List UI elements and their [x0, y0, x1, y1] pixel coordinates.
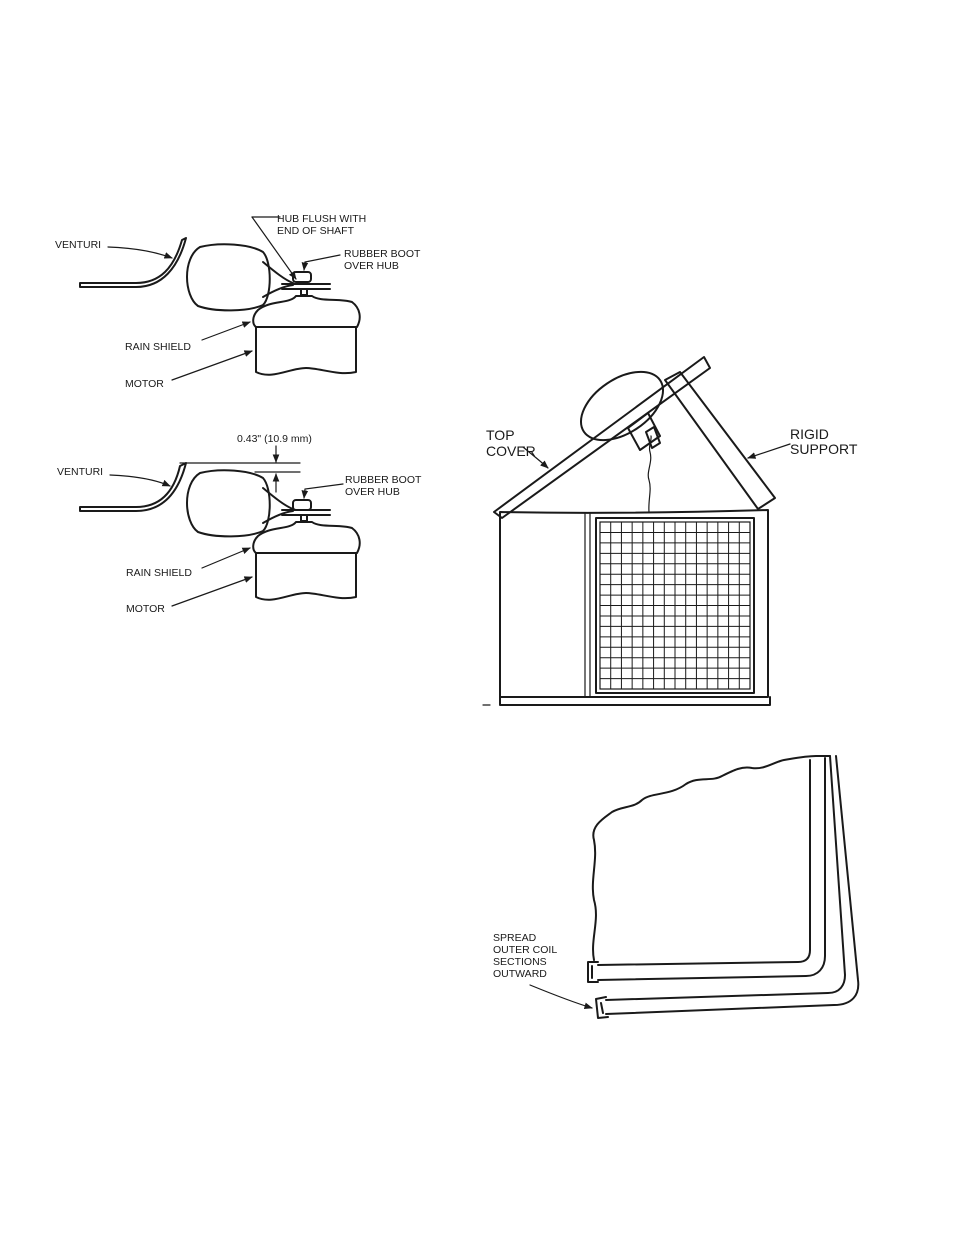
dimension-label: 0.43" (10.9 mm) — [237, 433, 312, 445]
coil-figure: SPREAD OUTER COIL SECTIONS OUTWARD — [493, 754, 860, 1019]
fan-blade-unit — [579, 370, 665, 442]
rain-shield-label-bottom: RAIN SHIELD — [126, 567, 192, 579]
spread-coil-label-line3: SECTIONS — [493, 956, 547, 968]
spread-coil-label-line2: OUTER COIL — [493, 944, 557, 956]
motor-top — [255, 326, 357, 376]
venturi-label-top: VENTURI — [55, 239, 101, 251]
rubber-boot-label-top-line2: OVER HUB — [344, 260, 399, 272]
top-cover-label-line1: TOP — [486, 427, 515, 443]
spread-coil-label-line1: SPREAD — [493, 932, 537, 944]
rubber-boot-label-bottom-line1: RUBBER BOOT — [345, 474, 422, 486]
coil-end-cap-inner — [587, 961, 599, 983]
coil-outer-section — [605, 755, 846, 1001]
venturi-top — [79, 237, 187, 288]
hub-flush-label-line2: END OF SHAFT — [277, 225, 355, 237]
coil-grille — [595, 517, 755, 694]
rigid-support-label-line2: SUPPORT — [790, 441, 858, 457]
motor-label-bottom: MOTOR — [126, 603, 165, 615]
top-cover-label-line2: COVER — [486, 443, 536, 459]
rigid-support-label-line1: RIGID — [790, 426, 829, 442]
rain-shield-top — [252, 295, 361, 328]
rubber-boot-label-bottom-line2: OVER HUB — [345, 486, 400, 498]
rain-shield-bottom — [252, 521, 361, 554]
hub-flush-label-line1: HUB FLUSH WITH — [277, 213, 366, 225]
fan-hub-figure-bottom: 0.43" (10.9 mm) VENTURI RUBBER BOOT OVER… — [57, 433, 422, 615]
fan-hub-bottom — [292, 499, 312, 511]
top-cover — [493, 356, 711, 519]
unit-cabinet — [499, 509, 769, 698]
fan-hub-top — [292, 271, 312, 283]
rigid-support — [664, 371, 776, 510]
coil-break-line — [591, 754, 831, 961]
fan-blade-bottom — [186, 469, 271, 538]
rain-shield-label-top: RAIN SHIELD — [125, 341, 191, 353]
coil-inner-section — [597, 759, 811, 966]
fan-hub-figure-top: VENTURI HUB FLUSH WITH END OF SHAFT RUBB… — [55, 213, 421, 390]
spread-coil-label-line4: OUTWARD — [493, 968, 547, 980]
unit-figure: TOP COVER RIGID SUPPORT — [482, 356, 858, 706]
venturi-label-bottom: VENTURI — [57, 466, 103, 478]
motor-bottom — [255, 552, 357, 601]
coil-end-cap-outer — [595, 996, 609, 1019]
rubber-boot-label-top-line1: RUBBER BOOT — [344, 248, 421, 260]
coil-grid-lines — [600, 522, 750, 689]
fan-blade-top — [186, 243, 271, 312]
motor-label-top: MOTOR — [125, 378, 164, 390]
venturi-bottom — [79, 462, 187, 512]
